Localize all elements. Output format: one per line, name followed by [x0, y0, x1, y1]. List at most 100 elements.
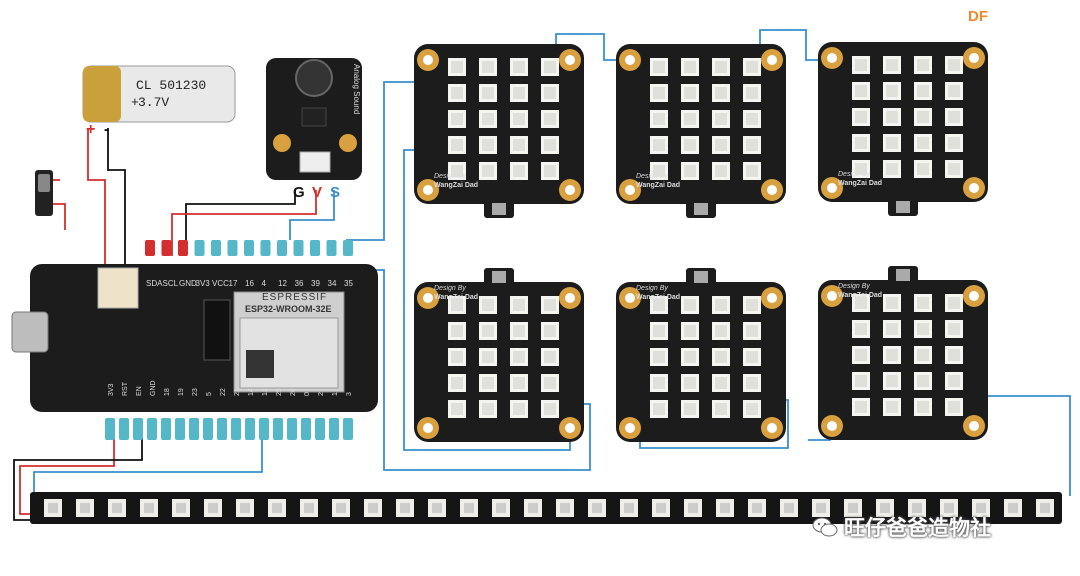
strip-led-core [336, 503, 346, 513]
bottom-pin-label: 19 [178, 388, 185, 396]
credit-line-2: WangZai Dad [838, 292, 882, 299]
matrix-led-core [746, 139, 758, 151]
matrix-led-core [855, 297, 867, 309]
mount-hole-center [565, 293, 575, 303]
wire-4 [171, 190, 317, 256]
matrix-led-core [948, 375, 960, 387]
header-pin [260, 240, 271, 256]
bottom-pin-label: 25 [276, 388, 283, 396]
matrix-led-core [917, 137, 929, 149]
matrix-led-core [653, 325, 665, 337]
header-pin [329, 418, 339, 440]
header-pin [203, 418, 213, 440]
matrix-led-core [746, 61, 758, 73]
matrix-led-core [451, 351, 463, 363]
strip-led-core [528, 503, 538, 513]
mount-hole-center [423, 293, 433, 303]
matrix-led-core [482, 299, 494, 311]
battery-voltage-label: 3.7V [138, 95, 169, 110]
top-pin-label: 17 [229, 279, 238, 288]
matrix-led-core [451, 299, 463, 311]
matrix-led-core [886, 401, 898, 413]
analog-sound-sensor: Analog Sound G V S [266, 58, 362, 201]
watermark-text: 旺仔爸爸造物社 [844, 516, 991, 540]
matrix-led-core [948, 163, 960, 175]
strip-led-core [752, 503, 762, 513]
matrix-led-core [855, 323, 867, 335]
matrix-led-core [544, 299, 556, 311]
header-pin [189, 418, 199, 440]
sensor-pin-v: V [312, 184, 322, 201]
top-pin-label: 36 [295, 279, 304, 288]
matrix-led-core [482, 113, 494, 125]
credit-line-1: Design By [838, 171, 870, 178]
wire-1 [107, 128, 126, 270]
header-pin [161, 418, 171, 440]
bottom-pin-label: 26 [290, 388, 297, 396]
wire-5 [289, 190, 335, 240]
matrix-led-core [513, 61, 525, 73]
strip-led-core [880, 503, 890, 513]
bottom-pin-label: 13 [262, 388, 269, 396]
matrix-led-core [855, 349, 867, 361]
credit-line-1: Design By [434, 173, 466, 180]
matrix-led-core [544, 351, 556, 363]
strip-led-core [464, 503, 474, 513]
matrix-led-core [855, 59, 867, 71]
top-pin-label: 3V3 [196, 279, 211, 288]
strip-led-core [176, 503, 186, 513]
battery-minus-label: - [104, 121, 109, 138]
matrix-led-core [855, 137, 867, 149]
matrix-led-core [948, 349, 960, 361]
bottom-pin-label: 18 [164, 388, 171, 396]
matrix-led-core [684, 165, 696, 177]
led-strip [30, 492, 1062, 524]
esp32-module-name: ESP32-WROOM-32E [245, 304, 332, 314]
credit-line-2: WangZai Dad [838, 180, 882, 187]
matrix-led-core [746, 113, 758, 125]
credit-line-1: Design By [636, 173, 668, 180]
matrix-led-core [544, 139, 556, 151]
header-pin [119, 418, 129, 440]
matrix-led-core [482, 403, 494, 415]
strip-led-core [496, 503, 506, 513]
bottom-pin-label: 0 [304, 392, 311, 396]
top-pin-label: VCC [212, 279, 229, 288]
matrix-led-core [513, 165, 525, 177]
matrix-led-core [684, 351, 696, 363]
strip-led-core [1008, 503, 1018, 513]
matrix-led-core [886, 59, 898, 71]
top-pin-label: 39 [311, 279, 320, 288]
header-pin [287, 418, 297, 440]
matrix-led-core [684, 325, 696, 337]
matrix-led-core [684, 87, 696, 99]
matrix-led-core [451, 139, 463, 151]
button [492, 203, 506, 215]
matrix-led-core [653, 299, 665, 311]
header-pin [273, 418, 283, 440]
top-pin-label: 4 [262, 279, 267, 288]
bottom-pin-label: 3V3 [108, 383, 115, 396]
mount-hole-center [827, 291, 837, 301]
matrix-led-core [746, 403, 758, 415]
matrix-led-core [917, 323, 929, 335]
bottom-pin-label: GND [150, 380, 157, 396]
button [896, 269, 910, 281]
credit-line-2: WangZai Dad [636, 294, 680, 301]
svg-text:+: + [131, 95, 139, 110]
matrix-led-core [451, 403, 463, 415]
header-pin [217, 418, 227, 440]
matrix-led-core [886, 297, 898, 309]
header-pin [194, 240, 205, 256]
header-pin [105, 418, 115, 440]
matrix-led-core [451, 87, 463, 99]
header-pin [310, 240, 320, 256]
led-matrix-1: Design By WangZai Dad [414, 44, 584, 218]
matrix-led-core [746, 87, 758, 99]
df-logo: DF [968, 8, 988, 25]
mount-hole-center [969, 421, 979, 431]
credit-line-2: WangZai Dad [434, 182, 478, 189]
mount-hole-center [625, 55, 635, 65]
